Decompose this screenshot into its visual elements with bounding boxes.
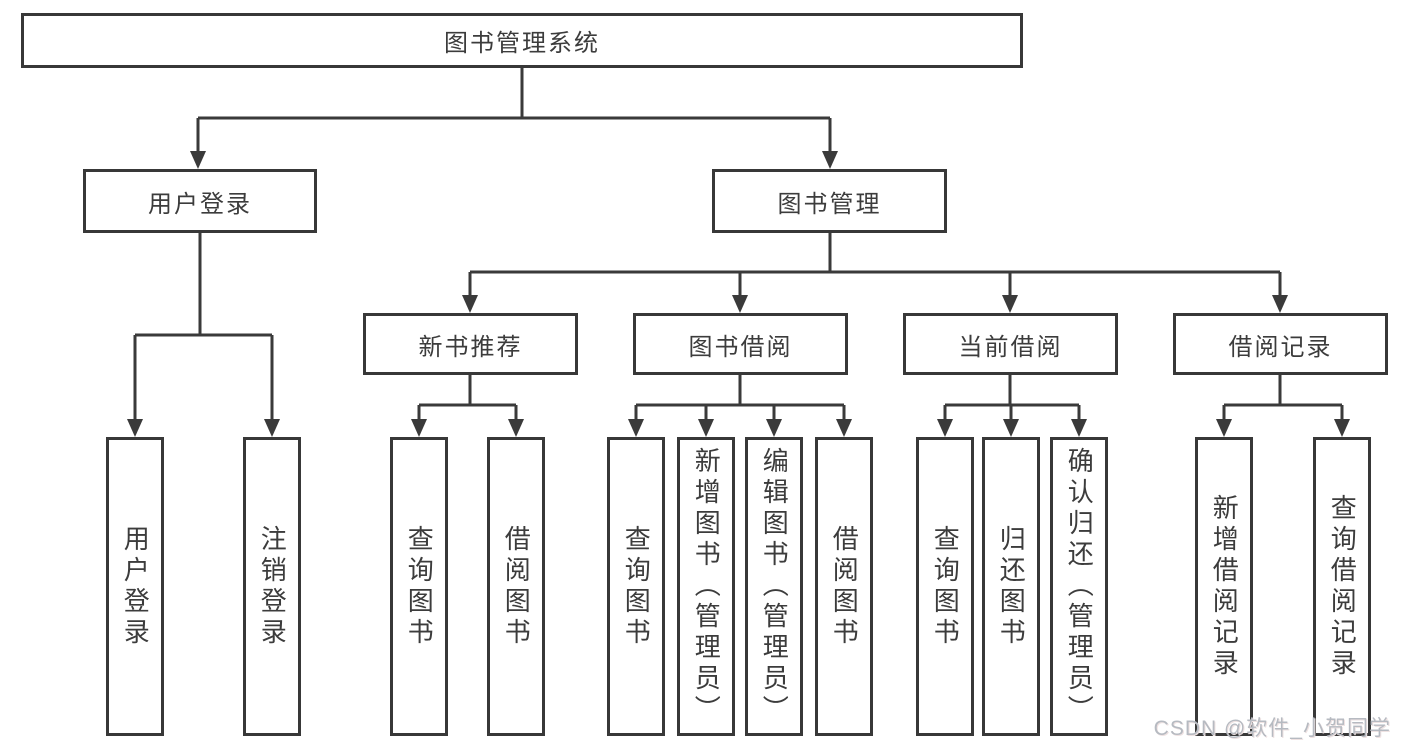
connector-book-borrowing <box>634 375 846 421</box>
leaf-confirm-return-admin: 确认归还（管理员） <box>1050 437 1108 736</box>
arrow-icon <box>937 419 953 437</box>
arrow-icon <box>1002 295 1018 313</box>
leaf-query-book-recommend: 查询图书 <box>390 437 448 736</box>
leaf-add-borrow-record: 新增借阅记录 <box>1195 437 1253 736</box>
arrow-icon <box>1216 419 1232 437</box>
leaf-label: 归还图书 <box>996 524 1027 649</box>
leaf-logout: 注销登录 <box>243 437 301 736</box>
leaf-label: 确认归还（管理员） <box>1064 447 1095 726</box>
node-user-login-label: 用户登录 <box>148 190 252 218</box>
node-book-management: 图书管理 <box>712 169 947 233</box>
node-root: 图书管理系统 <box>21 13 1023 68</box>
arrow-icon <box>836 419 852 437</box>
connector-new-book-recommend <box>417 375 518 421</box>
node-new-book-recommend: 新书推荐 <box>363 313 578 375</box>
arrow-icon <box>628 419 644 437</box>
node-book-borrowing-label: 图书借阅 <box>688 333 793 361</box>
leaf-query-borrow-record: 查询借阅记录 <box>1313 437 1371 736</box>
arrowheads <box>127 151 1350 437</box>
arrow-icon <box>1334 419 1350 437</box>
leaf-user-login: 用户登录 <box>106 437 164 736</box>
leaf-query-book-borrowing: 查询图书 <box>607 437 665 736</box>
connector-borrow-records <box>1222 375 1344 421</box>
node-current-borrowing-label: 当前借阅 <box>958 333 1063 361</box>
leaf-label: 注销登录 <box>257 524 288 649</box>
leaf-return-book: 归还图书 <box>982 437 1040 736</box>
arrow-icon <box>1003 419 1019 437</box>
arrow-icon <box>766 419 782 437</box>
leaf-edit-book-admin: 编辑图书（管理员） <box>745 437 803 736</box>
arrow-icon <box>1272 295 1288 313</box>
node-user-login: 用户登录 <box>83 169 317 233</box>
csdn-watermark: CSDN @软件_小贺同学 <box>1153 717 1391 740</box>
connector-root <box>196 68 832 153</box>
leaf-label: 借阅图书 <box>829 524 860 649</box>
leaf-borrow-book: 借阅图书 <box>815 437 873 736</box>
leaf-label: 查询图书 <box>404 524 435 649</box>
connector-user-login <box>133 233 274 421</box>
arrow-icon <box>127 419 143 437</box>
arrow-icon <box>822 151 838 169</box>
arrow-icon <box>1071 419 1087 437</box>
leaf-borrow-book-recommend: 借阅图书 <box>487 437 545 736</box>
leaf-label: 编辑图书（管理员） <box>759 447 790 726</box>
arrow-icon <box>411 419 427 437</box>
arrow-icon <box>732 295 748 313</box>
node-current-borrowing: 当前借阅 <box>903 313 1118 375</box>
node-root-label: 图书管理系统 <box>444 30 600 57</box>
arrow-icon <box>190 151 206 169</box>
leaf-add-book-admin: 新增图书（管理员） <box>677 437 735 736</box>
node-book-management-label: 图书管理 <box>777 190 882 218</box>
leaf-label: 新增借阅记录 <box>1209 493 1240 680</box>
node-new-book-recommend-label: 新书推荐 <box>418 333 523 361</box>
leaf-label: 查询图书 <box>930 524 961 649</box>
connector-current-borrowing <box>943 375 1081 421</box>
leaf-label: 新增图书（管理员） <box>691 447 722 726</box>
node-borrow-records: 借阅记录 <box>1173 313 1388 375</box>
leaf-query-book-current: 查询图书 <box>916 437 974 736</box>
leaf-label: 用户登录 <box>120 524 151 649</box>
arrow-icon <box>462 295 478 313</box>
node-book-borrowing: 图书借阅 <box>633 313 848 375</box>
node-borrow-records-label: 借阅记录 <box>1228 333 1333 361</box>
arrow-icon <box>508 419 524 437</box>
leaf-label: 查询图书 <box>621 524 652 649</box>
arrow-icon <box>698 419 714 437</box>
arrow-icon <box>264 419 280 437</box>
connector-book-management <box>468 233 1282 297</box>
leaf-label: 查询借阅记录 <box>1327 493 1358 680</box>
leaf-label: 借阅图书 <box>501 524 532 649</box>
